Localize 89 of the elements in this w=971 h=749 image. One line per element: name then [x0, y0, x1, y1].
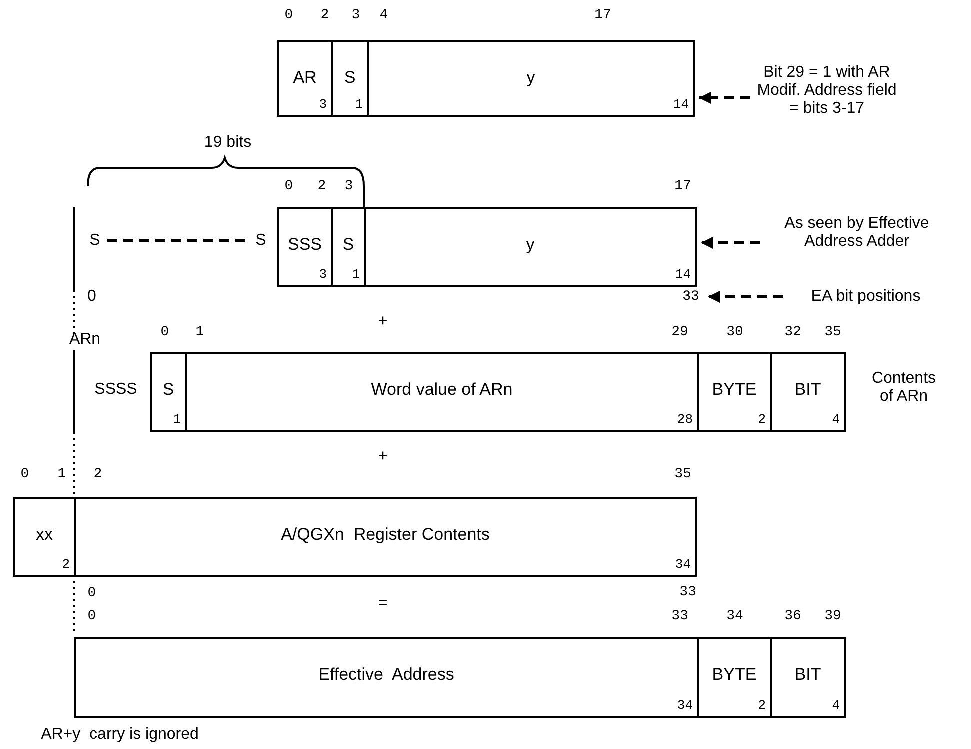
bit-position: 35: [824, 325, 842, 341]
register-field: [74, 637, 699, 718]
bit-position: 0: [284, 179, 294, 195]
bit-position: 2: [320, 8, 330, 24]
bit-position: 34: [726, 609, 744, 625]
bit-width: 1: [355, 98, 363, 112]
register-field: [185, 352, 699, 432]
label-text: =: [378, 595, 388, 613]
bit-position: 3: [352, 8, 360, 24]
label-text: AR+y carry is ignored: [41, 726, 199, 744]
register-field: [331, 40, 369, 117]
annotation-text: EA bit positions: [811, 288, 921, 306]
field-name: xx: [36, 525, 53, 545]
bit-position: 1: [196, 325, 204, 341]
field-name: BIT: [794, 665, 822, 685]
bit-position: 4: [380, 8, 388, 24]
bit-position: 0: [88, 586, 96, 602]
bit-width: 2: [758, 413, 766, 427]
annotation-text: Bit 29 = 1 with AR Modif. Address field = bits 3-17: [756, 64, 898, 118]
field-name: S: [162, 380, 174, 400]
bit-width: 2: [758, 699, 766, 713]
bit-position: 0: [284, 8, 294, 24]
label-text: ARn: [69, 331, 101, 349]
register-field: [74, 497, 697, 577]
label-text: +: [378, 448, 388, 466]
bit-position: 33: [680, 585, 696, 601]
arrow: [701, 237, 760, 249]
bit-width: 3: [319, 268, 327, 282]
annotation-text: S: [256, 232, 266, 250]
bit-width: 1: [352, 268, 360, 282]
bit-position: 29: [672, 325, 688, 341]
register-field: [277, 207, 333, 287]
bit-position: 2: [94, 467, 102, 483]
field-name: S: [342, 235, 354, 255]
bit-width: 34: [675, 558, 691, 572]
register-field: [13, 497, 76, 577]
annotation-text: As seen by Effective Address Adder: [784, 215, 930, 251]
bit-position: 1: [58, 467, 66, 483]
bit-position: 32: [784, 325, 802, 341]
bit-position: 17: [594, 8, 612, 24]
field-name: Word value of ARn: [371, 380, 513, 400]
field-name: S: [344, 68, 356, 88]
field-name: y: [526, 68, 536, 88]
label-text: SSSS: [94, 381, 138, 399]
field-name: Effective Address: [318, 665, 454, 685]
bit-width: 34: [677, 699, 693, 713]
register-field: [277, 40, 333, 117]
bit-width: 2: [62, 558, 70, 572]
bit-width: 14: [675, 268, 691, 282]
field-name: BYTE: [712, 380, 757, 400]
register-field: [150, 352, 187, 432]
annotation-text: Contents of ARn: [870, 370, 938, 406]
bit-position: 33: [678, 288, 704, 306]
label-text: +: [378, 313, 388, 331]
bit-position: 30: [726, 325, 744, 341]
arrow: [699, 92, 750, 104]
bit-width: 14: [673, 98, 689, 112]
register-field: [367, 40, 695, 117]
bit-position: 36: [784, 609, 802, 625]
label-text: 19 bits: [204, 134, 252, 152]
bit-position: 33: [672, 609, 688, 625]
bit-width: 3: [319, 98, 327, 112]
register-field: [770, 352, 846, 432]
field-name: y: [526, 235, 535, 255]
bit-position: 2: [318, 179, 326, 195]
field-name: BIT: [794, 380, 822, 400]
bit-width: 28: [677, 413, 693, 427]
register-field: [364, 207, 697, 287]
bit-position: 17: [674, 179, 692, 195]
bit-width: 4: [832, 413, 840, 427]
bit-position: 39: [824, 609, 842, 625]
bit-position: 3: [344, 179, 354, 195]
bit-width: 4: [832, 699, 840, 713]
register-field: [331, 207, 366, 287]
bit-position: 0: [20, 467, 30, 483]
annotation-text: S: [90, 232, 100, 250]
register-field: [770, 637, 846, 718]
field-name: SSS: [288, 235, 322, 255]
label-text: 0: [88, 288, 96, 306]
arrow: [708, 291, 783, 303]
bit-width: 1: [173, 413, 181, 427]
bit-position: 35: [674, 467, 692, 483]
field-name: BYTE: [712, 665, 757, 685]
register-field: [697, 352, 772, 432]
field-name: AR: [293, 68, 317, 88]
register-field: [697, 637, 772, 718]
field-name: A/QGXn Register Contents: [281, 525, 490, 545]
bit-position: 0: [160, 325, 170, 341]
bit-position: 0: [88, 609, 96, 625]
